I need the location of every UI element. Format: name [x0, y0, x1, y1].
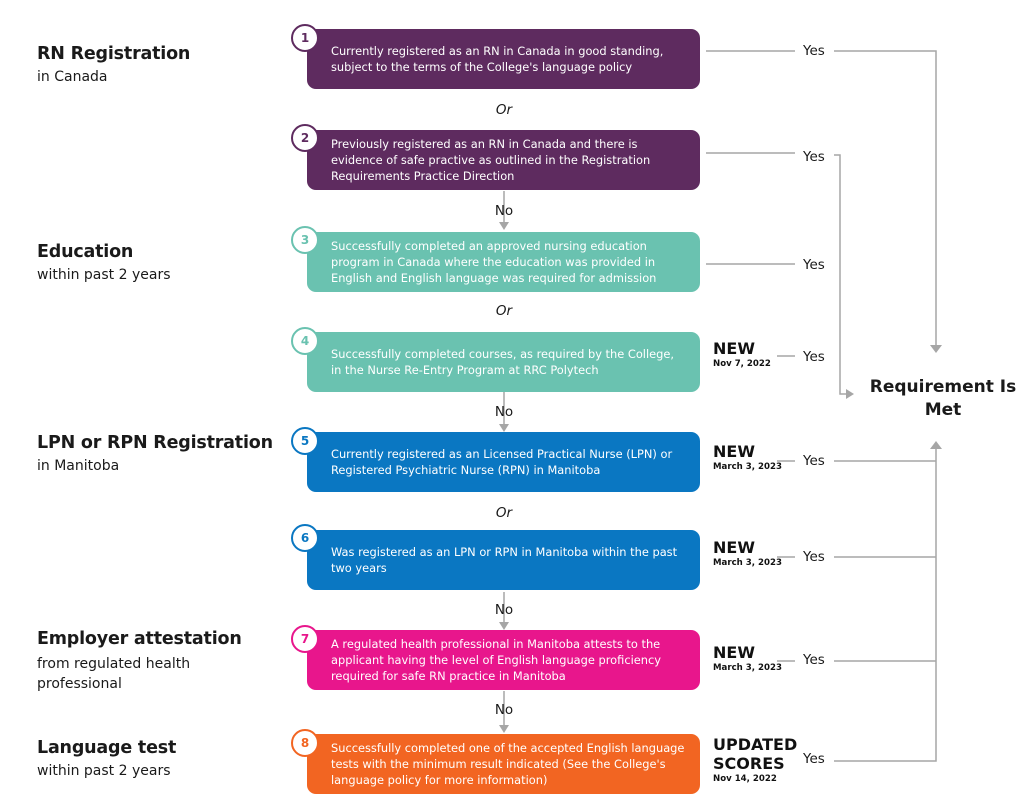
step-text: A regulated health professional in Manit… [331, 637, 661, 683]
tag-date: March 3, 2023 [713, 663, 782, 673]
tag-date: March 3, 2023 [713, 462, 782, 472]
section-title-education: Education [37, 242, 134, 262]
step-box-3: Successfully completed an approved nursi… [307, 232, 700, 292]
step-box-1: Currently registered as an RN in Canada … [307, 29, 700, 89]
step-number-badge: 1 [291, 24, 319, 52]
updated-scores-tag: UPDATED SCORES Nov 14, 2022 [713, 735, 803, 785]
step-number-badge: 3 [291, 226, 319, 254]
tag-label: NEW [713, 339, 755, 358]
section-title-lpn-rpn-registration: LPN or RPN Registration [37, 433, 273, 453]
step-text: Previously registered as an RN in Canada… [331, 137, 651, 183]
connector-or: Or [495, 303, 513, 319]
connector-or: Or [495, 505, 513, 521]
new-tag: NEW March 3, 2023 [713, 539, 803, 569]
requirement-met-result: Requirement Is Met [869, 377, 1017, 420]
connector-no: No [494, 404, 514, 420]
step-number-badge: 4 [291, 327, 319, 355]
tag-label: UPDATED SCORES [713, 735, 798, 773]
connector-or: Or [495, 102, 513, 118]
tag-date: Nov 7, 2022 [713, 359, 771, 369]
yes-label: Yes [803, 453, 825, 469]
section-subtitle-employer-attestation: from regulated health professional [37, 656, 191, 692]
tag-label: NEW [713, 538, 755, 557]
new-tag: NEW Nov 7, 2022 [713, 340, 803, 370]
step-number-badge: 7 [291, 625, 319, 653]
step-number-badge: 2 [291, 124, 319, 152]
yes-label: Yes [803, 549, 825, 565]
step-number-badge: 6 [291, 524, 319, 552]
step-text: Successfully completed one of the accept… [331, 741, 685, 787]
new-tag: NEW March 3, 2023 [713, 644, 803, 674]
step-box-8: Successfully completed one of the accept… [307, 734, 700, 794]
yes-label: Yes [803, 652, 825, 668]
step-box-2: Previously registered as an RN in Canada… [307, 130, 700, 190]
step-box-6: Was registered as an LPN or RPN in Manit… [307, 530, 700, 590]
tag-label: NEW [713, 643, 755, 662]
section-title-language-test: Language test [37, 738, 177, 758]
section-subtitle-education: within past 2 years [37, 267, 171, 283]
tag-date: March 3, 2023 [713, 558, 782, 568]
connector-no: No [494, 602, 514, 618]
step-text: Successfully completed courses, as requi… [331, 347, 674, 377]
section-subtitle-language-test: within past 2 years [37, 763, 171, 779]
yes-label: Yes [803, 43, 825, 59]
step-text: Was registered as an LPN or RPN in Manit… [331, 545, 678, 575]
connector-no: No [494, 203, 514, 219]
yes-label: Yes [803, 257, 825, 273]
section-title-employer-attestation: Employer attestation [37, 629, 242, 649]
step-box-7: A regulated health professional in Manit… [307, 630, 700, 690]
yes-label: Yes [803, 751, 825, 767]
section-title-rn-registration: RN Registration [37, 44, 191, 64]
step-text: Currently registered as an Licensed Prac… [331, 447, 673, 477]
section-subtitle-lpn-rpn-registration: in Manitoba [37, 458, 120, 474]
section-subtitle-rn-registration: in Canada [37, 69, 108, 85]
yes-label: Yes [803, 149, 825, 165]
yes-label: Yes [803, 349, 825, 365]
step-number-badge: 8 [291, 729, 319, 757]
tag-date: Nov 14, 2022 [713, 774, 777, 784]
step-number-badge: 5 [291, 427, 319, 455]
tag-label: NEW [713, 442, 755, 461]
step-box-5: Currently registered as an Licensed Prac… [307, 432, 700, 492]
step-box-4: Successfully completed courses, as requi… [307, 332, 700, 392]
new-tag: NEW March 3, 2023 [713, 443, 803, 473]
step-text: Successfully completed an approved nursi… [331, 239, 657, 285]
step-text: Currently registered as an RN in Canada … [331, 44, 664, 74]
connector-no: No [494, 702, 514, 718]
